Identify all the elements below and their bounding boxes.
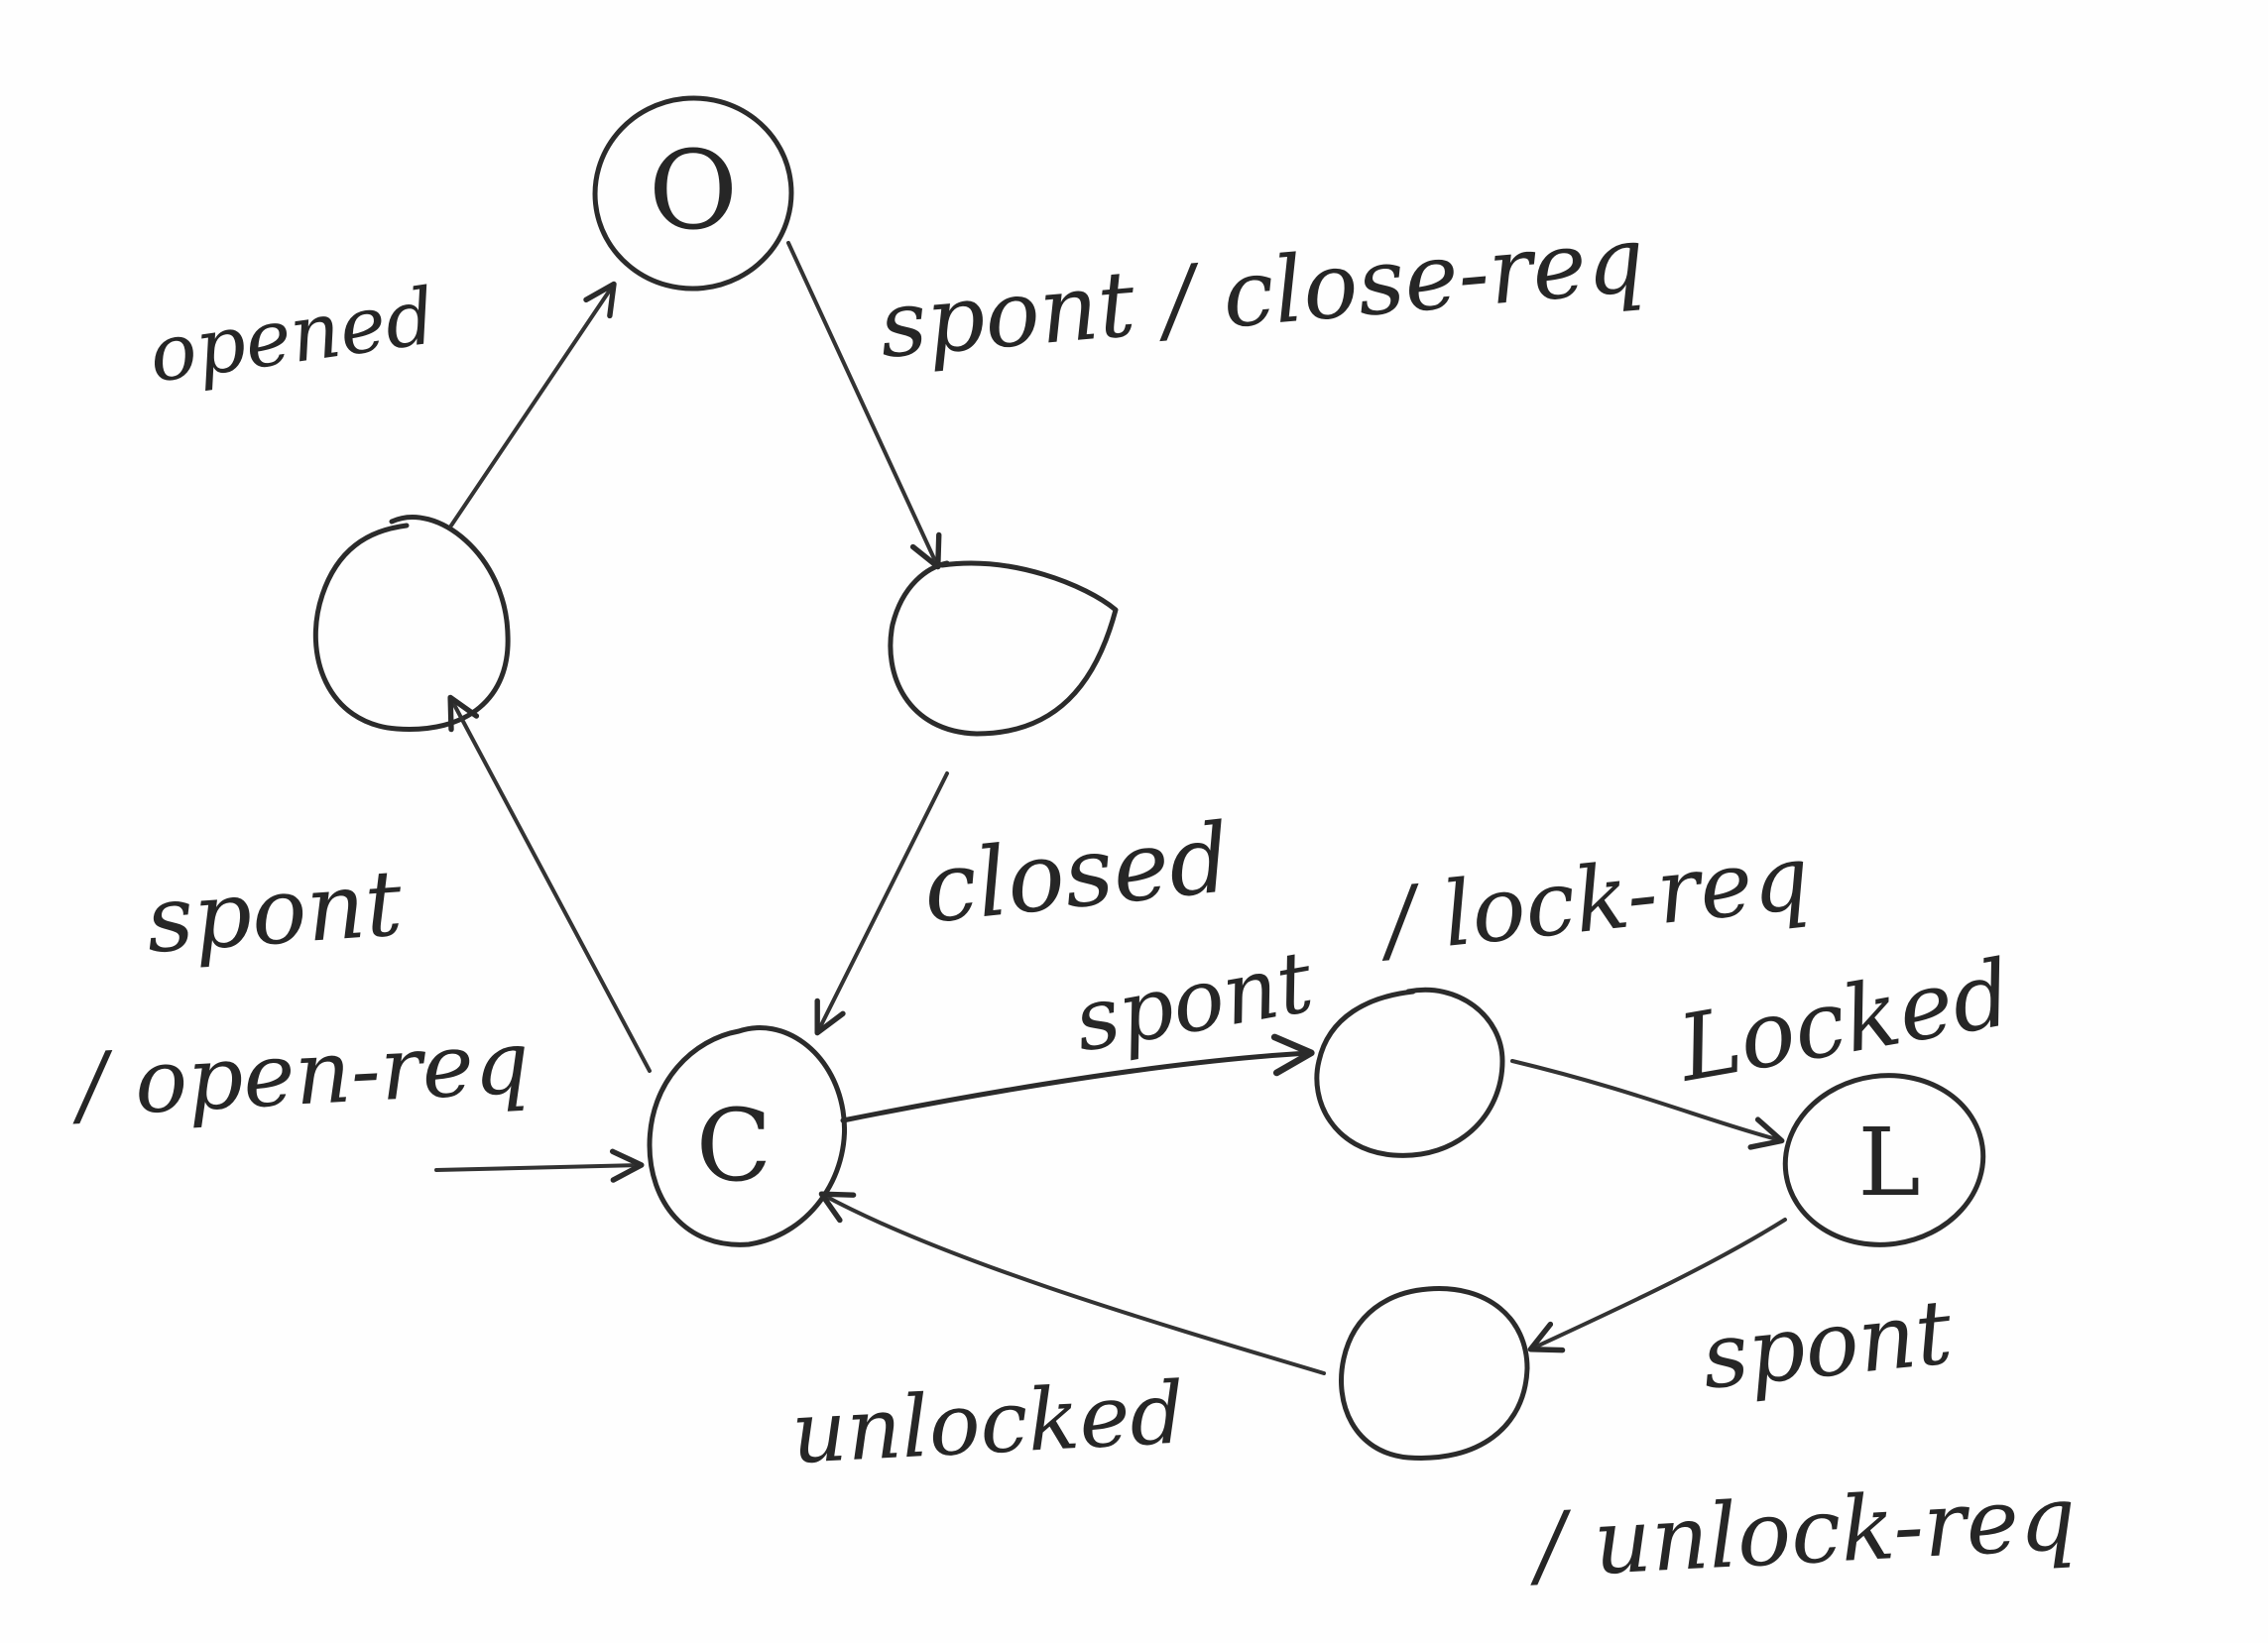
label-spont-lock: spont [1067,932,1320,1071]
state-unlock-pending [1339,1286,1530,1461]
label-closed: closed [918,802,1236,945]
state-lock-pending [1314,987,1505,1158]
transition-open-pending-to-O [449,281,617,528]
label-locked: Locked [1669,940,2019,1103]
state-L-label: L [1857,1109,1920,1218]
state-L: L [1782,1073,1986,1247]
label-spont-unlock: spont [1697,1280,1958,1410]
initial-arrow-to-C [434,1148,645,1183]
transition-C-to-open-pending [447,694,652,1073]
label-open-req: / open-req [68,1010,533,1136]
label-spont-open: spont [143,850,407,974]
transition-lock-pending-to-L [1510,1059,1785,1150]
label-opened: opened [144,272,440,400]
state-open-pending [312,515,511,732]
transition-O-to-close-pending [786,241,942,570]
label-lock-req: / lock-req [1372,826,1814,975]
state-O: O [592,95,794,292]
label-unlock-req: / unlock-req [1525,1467,2079,1599]
state-close-pending [888,560,1119,737]
label-spont-close-req: spont / close-req [876,206,1649,379]
transition-close-pending-to-C [814,771,949,1036]
state-C-label: C [696,1088,773,1204]
label-unlocked: unlocked [789,1363,1187,1483]
transition-unlock-pending-to-C [818,1191,1326,1375]
state-O-label: O [649,127,738,254]
transition-L-to-unlock-pending [1527,1218,1787,1353]
transition-C-to-lock-pending [840,1033,1315,1123]
state-C: C [647,1025,847,1247]
